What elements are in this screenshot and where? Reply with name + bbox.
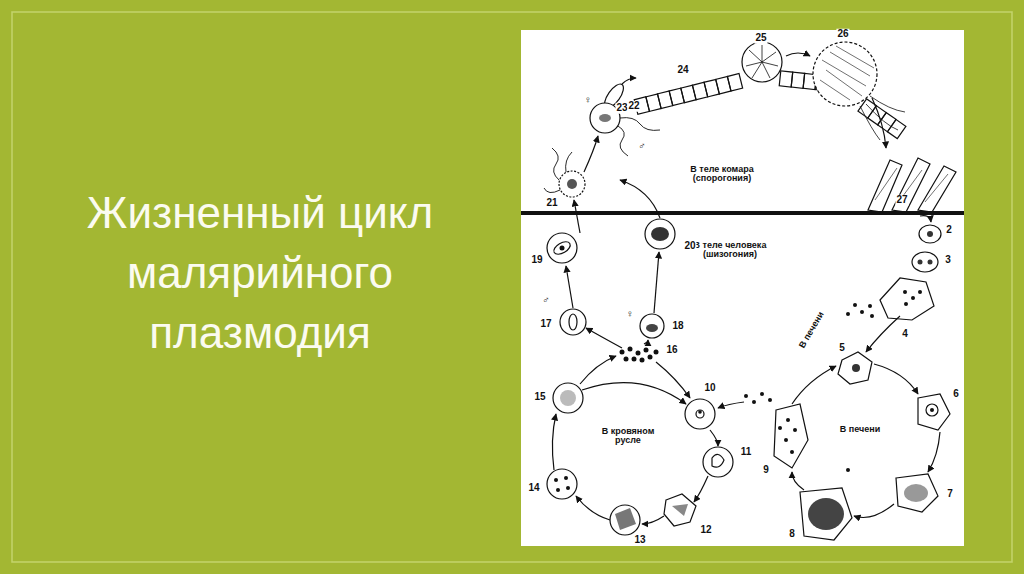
slide-frame — [12, 12, 1012, 562]
callout-number: 11 — [740, 447, 753, 458]
callout-number: 18 — [671, 321, 684, 332]
sex-symbol: ♀ — [625, 309, 635, 320]
callout-number: 2 — [945, 225, 953, 236]
region-label: В печени — [797, 309, 826, 350]
region-label: В теле комара (спорогония) — [676, 165, 768, 184]
region-label: В кровяном русле — [597, 427, 659, 446]
merozoites — [620, 347, 659, 363]
callout-number: 17 — [539, 319, 552, 330]
callout-number: 9 — [762, 465, 770, 476]
callout-number: 14 — [527, 483, 540, 494]
title-area: Жизненный цикл малярийного плазмодия — [40, 183, 480, 362]
callout-number: 24 — [676, 65, 689, 76]
region-label: В печени — [839, 425, 881, 434]
callout-number: 5 — [838, 343, 846, 354]
gut-epithelium — [858, 99, 906, 139]
callout-number: 6 — [952, 389, 960, 400]
merozoites — [744, 392, 797, 454]
callout-number: 8 — [788, 529, 796, 540]
callout-number: 22 — [627, 101, 640, 112]
callout-number: 26 — [836, 29, 849, 40]
callout-number: 7 — [946, 489, 954, 500]
callout-number: 10 — [703, 383, 716, 394]
sex-symbol: ♀ — [583, 95, 593, 106]
callout-number: 15 — [533, 392, 546, 403]
callout-number: 3 — [944, 255, 952, 266]
cycle-arrows — [552, 53, 940, 524]
sex-symbol: ♂ — [541, 295, 551, 306]
callout-number: 4 — [901, 329, 909, 340]
gut-epithelium — [634, 74, 742, 115]
callout-number: 25 — [754, 33, 767, 44]
sporozoites — [846, 290, 922, 318]
sex-symbol: ♂ — [637, 141, 647, 152]
figure-panel — [521, 30, 964, 546]
drawing — [521, 42, 964, 540]
callout-number: 13 — [633, 535, 646, 546]
callout-number: 21 — [545, 198, 558, 209]
callout-number: 19 — [530, 255, 543, 266]
callout-number: 27 — [895, 195, 908, 206]
callout-number: 12 — [699, 525, 712, 536]
callout-number: 20 — [683, 241, 696, 252]
callout-number: 16 — [665, 345, 678, 356]
slide-title: Жизненный цикл малярийного плазмодия — [40, 183, 480, 362]
